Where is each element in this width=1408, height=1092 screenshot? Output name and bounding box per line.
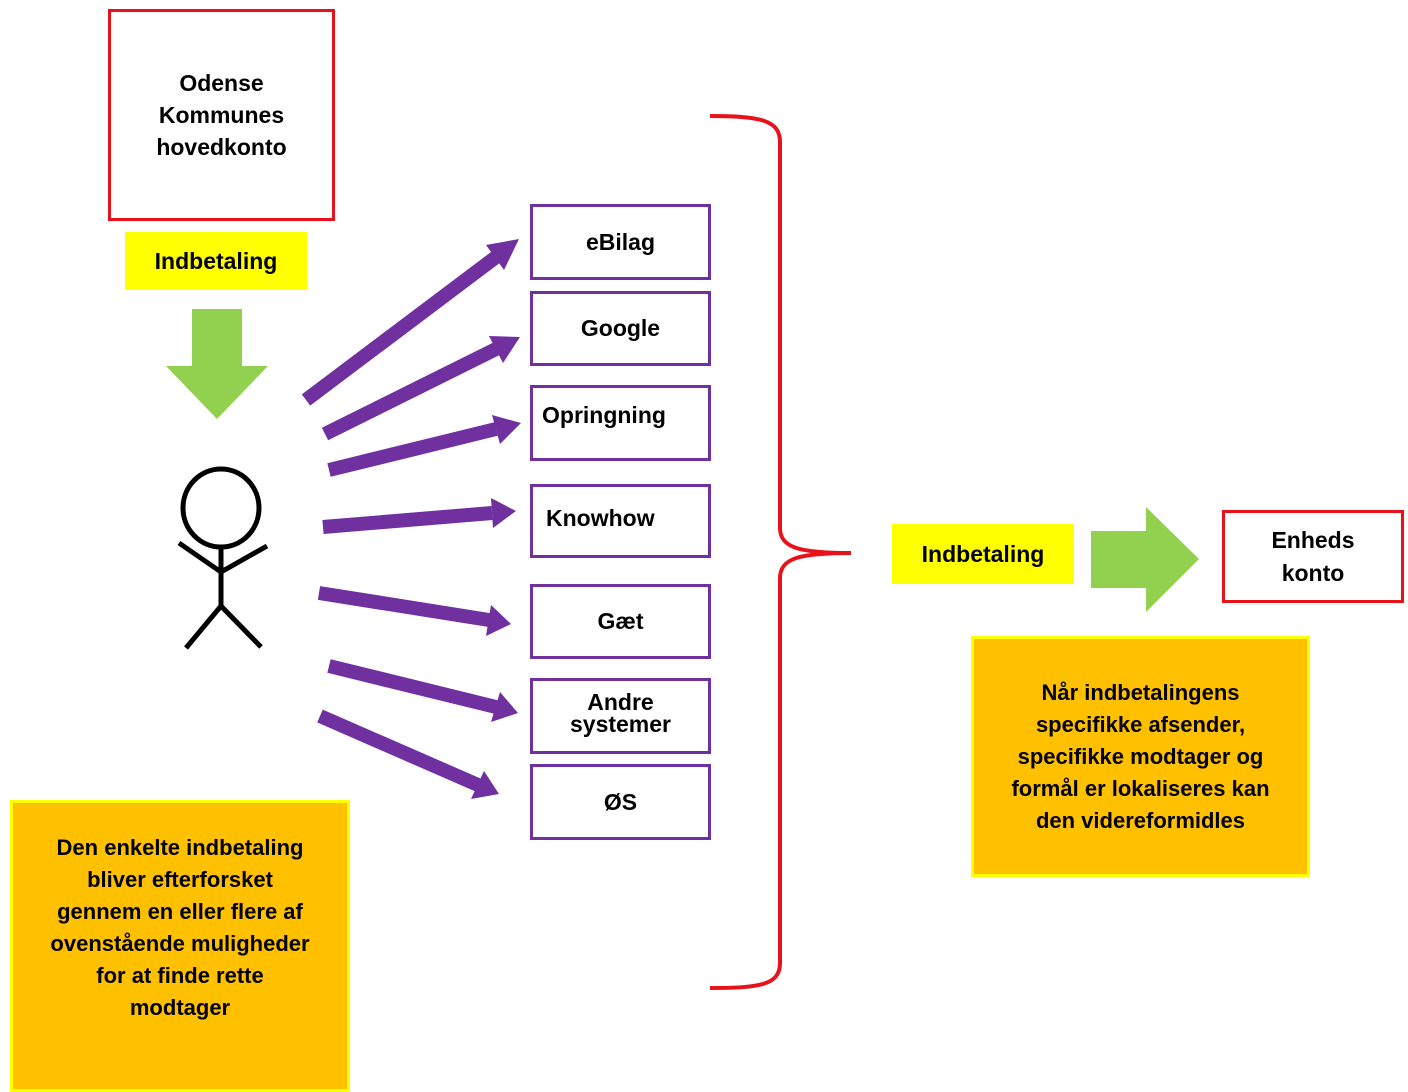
system-box-google: Google bbox=[530, 291, 711, 366]
system-label: Google bbox=[580, 315, 661, 341]
arrow-to-knowhow-icon bbox=[322, 506, 493, 534]
curly-brace-icon bbox=[709, 114, 852, 990]
arrow-to-google-icon bbox=[321, 342, 500, 441]
arrow-to-ebilag-icon bbox=[301, 251, 501, 406]
system-label: eBilag bbox=[585, 228, 656, 255]
payment-label-right: Indbetaling bbox=[892, 524, 1074, 584]
arrowhead-icon bbox=[486, 605, 511, 636]
system-label: ØS bbox=[603, 788, 638, 815]
system-box-os: ØS bbox=[530, 764, 711, 840]
system-label: Gæt bbox=[597, 608, 644, 634]
system-label: Knowhow bbox=[546, 504, 655, 531]
arrowhead-icon bbox=[491, 692, 518, 722]
arrow-to-os-icon bbox=[317, 709, 481, 792]
fan-arrows bbox=[301, 251, 501, 792]
arrowhead-icon bbox=[471, 771, 499, 799]
system-box-ebilag: eBilag bbox=[530, 204, 711, 280]
arrow-right-icon bbox=[1091, 507, 1199, 612]
payment-label-left-text: Indbetaling bbox=[154, 247, 278, 274]
note-right: Når indbetalingens specifikke afsender, … bbox=[971, 636, 1310, 877]
payment-label-left: Indbetaling bbox=[125, 232, 307, 290]
unit-account-label: Enheds konto bbox=[1271, 526, 1355, 586]
arrowhead-icon bbox=[492, 415, 521, 444]
arrow-to-opringning-icon bbox=[327, 422, 498, 477]
note-right-text: Når indbetalingens specifikke afsender, … bbox=[1011, 679, 1270, 833]
unit-account-box: Enheds konto bbox=[1222, 510, 1404, 603]
arrowhead-icon bbox=[489, 336, 520, 363]
main-account-box: Odense Kommunes hovedkonto bbox=[108, 9, 335, 221]
main-account-label: Odense Kommunes hovedkonto bbox=[156, 70, 287, 160]
arrow-to-andre-icon bbox=[327, 659, 498, 714]
system-label: Andre systemer bbox=[569, 689, 672, 737]
system-box-knowhow: Knowhow bbox=[530, 484, 711, 558]
system-label: Opringning bbox=[542, 402, 666, 428]
note-left: Den enkelte indbetaling bliver efterfors… bbox=[10, 800, 350, 1092]
system-box-opringning: Opringning bbox=[530, 385, 711, 461]
arrow-down-icon bbox=[166, 309, 268, 419]
arrowhead-icon bbox=[491, 498, 516, 528]
arrow-to-gaet-icon bbox=[317, 586, 491, 627]
note-left-text: Den enkelte indbetaling bliver efterfors… bbox=[50, 835, 310, 1020]
system-box-andre-systemer: Andre systemer bbox=[530, 678, 711, 754]
stick-figure-icon bbox=[177, 466, 269, 650]
payment-label-right-text: Indbetaling bbox=[921, 540, 1045, 567]
system-box-gaet: Gæt bbox=[530, 584, 711, 659]
arrowhead-icon bbox=[486, 239, 519, 270]
